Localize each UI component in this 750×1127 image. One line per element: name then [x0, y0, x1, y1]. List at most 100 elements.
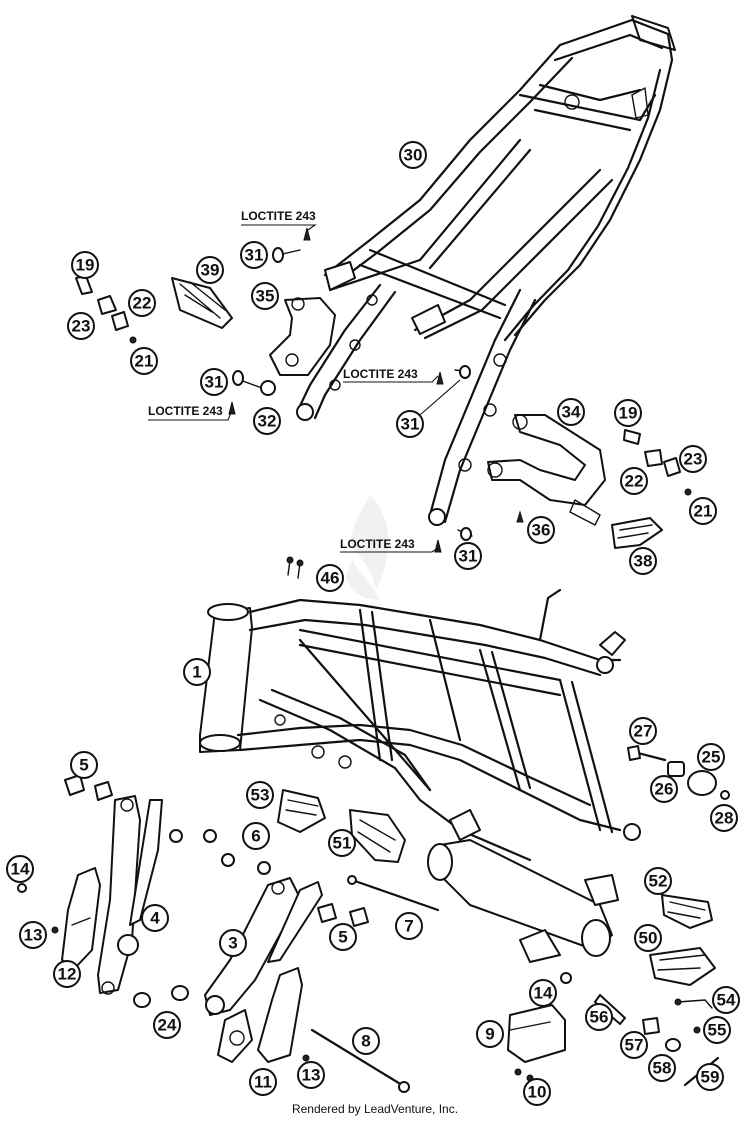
callout-label: 28	[715, 809, 734, 828]
callout-label: 21	[135, 352, 154, 371]
callout-label: 55	[708, 1021, 727, 1040]
callout-57: 57	[620, 1031, 648, 1059]
callout-26: 26	[650, 775, 678, 803]
callout-label: 19	[619, 404, 638, 423]
chain-guard-drawing	[61, 867, 101, 969]
callout-35: 35	[251, 282, 279, 310]
callout-25: 25	[697, 743, 725, 771]
callout-label: 21	[694, 502, 713, 521]
callout-46: 46	[316, 564, 344, 592]
callout-label: 11	[254, 1073, 272, 1092]
callout-label: 14	[11, 860, 30, 879]
callout-label: 50	[639, 929, 658, 948]
callout-label: 39	[201, 261, 220, 280]
loctite-label: LOCTITE 243	[343, 367, 418, 381]
callout-22: 22	[620, 467, 648, 495]
callout-label: 22	[133, 294, 152, 313]
footpeg-51-drawing	[349, 809, 406, 863]
callout-label: 25	[702, 748, 721, 767]
callout-label: 13	[24, 926, 43, 945]
callout-21: 21	[130, 347, 158, 375]
callout-label: 5	[79, 756, 88, 775]
main-frame-drawing	[199, 588, 641, 963]
callout-label: 54	[717, 991, 736, 1010]
footpeg-bracket-left-drawing	[269, 297, 336, 376]
callout-label: 46	[321, 569, 340, 588]
callout-1: 1	[183, 658, 211, 686]
callout-label: 22	[625, 472, 644, 491]
callout-label: 53	[251, 786, 270, 805]
footpeg-50-drawing	[649, 947, 716, 986]
callout-label: 23	[72, 317, 91, 336]
callout-label: 3	[228, 934, 237, 953]
callout-53: 53	[246, 781, 274, 809]
subframe-drawing	[296, 15, 676, 526]
callout-label: 23	[684, 450, 703, 469]
rubber-block-drawing	[507, 1004, 566, 1063]
callout-label: 6	[251, 827, 260, 846]
callout-4: 4	[141, 904, 169, 932]
loctite-label: LOCTITE 243	[340, 537, 415, 551]
callout-28: 28	[710, 804, 738, 832]
callout-34: 34	[557, 398, 585, 426]
callout-23: 23	[67, 312, 95, 340]
callout-19: 19	[71, 251, 99, 279]
callout-label: 52	[649, 872, 668, 891]
callout-label: 13	[302, 1066, 321, 1085]
footpeg-right-drawing	[611, 517, 663, 549]
callout-label: 12	[58, 965, 77, 984]
loctite-labels: LOCTITE 243 LOCTITE 243 LOCTITE 243 LOCT…	[148, 209, 418, 551]
footpeg-53-drawing	[277, 789, 326, 833]
loctite-label: LOCTITE 243	[241, 209, 316, 223]
callout-label: 35	[256, 287, 275, 306]
callout-19: 19	[614, 399, 642, 427]
callouts: 1 3 4 5 5 6 7 8 9 10 11 12 13 13 14 14 1…	[6, 141, 740, 1106]
callout-label: 24	[158, 1016, 177, 1035]
callout-label: 10	[528, 1083, 547, 1102]
callout-label: 58	[653, 1059, 672, 1078]
callout-label: 30	[404, 146, 423, 165]
callout-5: 5	[70, 751, 98, 779]
callout-label: 59	[701, 1068, 720, 1087]
callout-39: 39	[196, 256, 224, 284]
callout-51: 51	[328, 829, 356, 857]
callout-label: 51	[333, 834, 352, 853]
callout-9: 9	[476, 1020, 504, 1048]
callout-label: 9	[485, 1025, 494, 1044]
callout-label: 31	[459, 547, 478, 566]
callout-label: 19	[76, 256, 95, 275]
callout-label: 57	[625, 1036, 644, 1055]
callout-10: 10	[523, 1078, 551, 1106]
callout-59: 59	[696, 1063, 724, 1091]
callout-22: 22	[128, 289, 156, 317]
callout-label: 26	[655, 780, 674, 799]
callout-58: 58	[648, 1054, 676, 1082]
callout-label: 1	[192, 663, 201, 682]
callout-label: 4	[150, 909, 160, 928]
linkage-arm-drawing	[204, 877, 323, 1063]
callout-38: 38	[629, 547, 657, 575]
callout-24: 24	[153, 1011, 181, 1039]
callout-36: 36	[527, 516, 555, 544]
watermark-logo	[346, 495, 389, 600]
callout-31: 31	[240, 241, 268, 269]
callout-21: 21	[689, 497, 717, 525]
guard-11-drawing	[257, 967, 303, 1063]
callout-label: 8	[361, 1032, 370, 1051]
callout-13: 13	[297, 1061, 325, 1089]
callout-54: 54	[712, 986, 740, 1014]
callout-3: 3	[219, 929, 247, 957]
hardware-drawing	[17, 227, 730, 1093]
callout-label: 31	[245, 246, 264, 265]
callout-12: 12	[53, 960, 81, 988]
callout-31: 31	[454, 542, 482, 570]
footpeg-52-drawing	[661, 894, 713, 929]
callout-label: 31	[205, 373, 224, 392]
callout-label: 56	[590, 1008, 609, 1027]
callout-56: 56	[585, 1003, 613, 1031]
callout-6: 6	[242, 822, 270, 850]
callout-55: 55	[703, 1016, 731, 1044]
callout-50: 50	[634, 924, 662, 952]
